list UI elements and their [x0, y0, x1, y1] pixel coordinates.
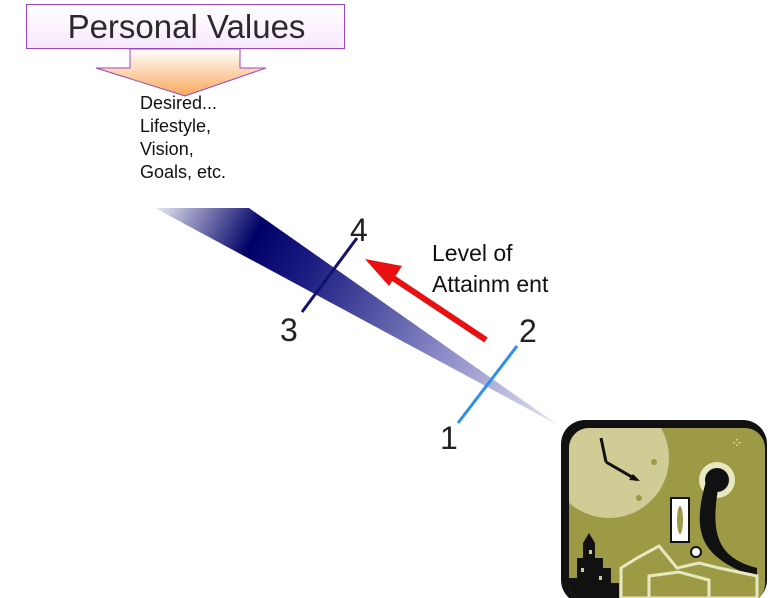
- city-skyline-icon: [569, 533, 619, 598]
- personal-values-title: Personal Values: [67, 8, 306, 45]
- marker-line-1-2: [456, 345, 519, 424]
- marker-label-2: 2: [519, 313, 537, 349]
- level-of-attainment-label: Level of Attainm ent: [432, 238, 548, 300]
- attainment-wedge: [155, 208, 558, 425]
- down-arrow-icon: [95, 48, 267, 97]
- marker-label-1: 1: [440, 420, 458, 456]
- night-sky-clipart: ⁘: [561, 420, 767, 598]
- planet-icon: [699, 462, 757, 578]
- attainment-arrow-shaft: [382, 269, 488, 343]
- moon-icon: [569, 428, 669, 518]
- svg-text:⁘: ⁘: [731, 436, 743, 452]
- desired-line: Desired...: [140, 93, 218, 113]
- marker-label-3: 3: [280, 312, 298, 348]
- desired-text-block: Desired... Lifestyle, Vision, Goals, etc…: [140, 92, 226, 184]
- desired-line: Vision,: [140, 139, 194, 159]
- personal-values-box: Personal Values: [26, 4, 345, 49]
- clock-hand-icon: [599, 437, 640, 482]
- desired-line: Lifestyle,: [140, 116, 212, 136]
- marker-label-4: 4: [350, 212, 368, 248]
- level-label-line: Attainm ent: [432, 271, 549, 297]
- level-label-line: Level of: [432, 240, 513, 266]
- attainment-arrow-head: [365, 259, 402, 286]
- marker-line-3-4: [300, 237, 359, 313]
- desired-line: Goals, etc.: [140, 162, 227, 182]
